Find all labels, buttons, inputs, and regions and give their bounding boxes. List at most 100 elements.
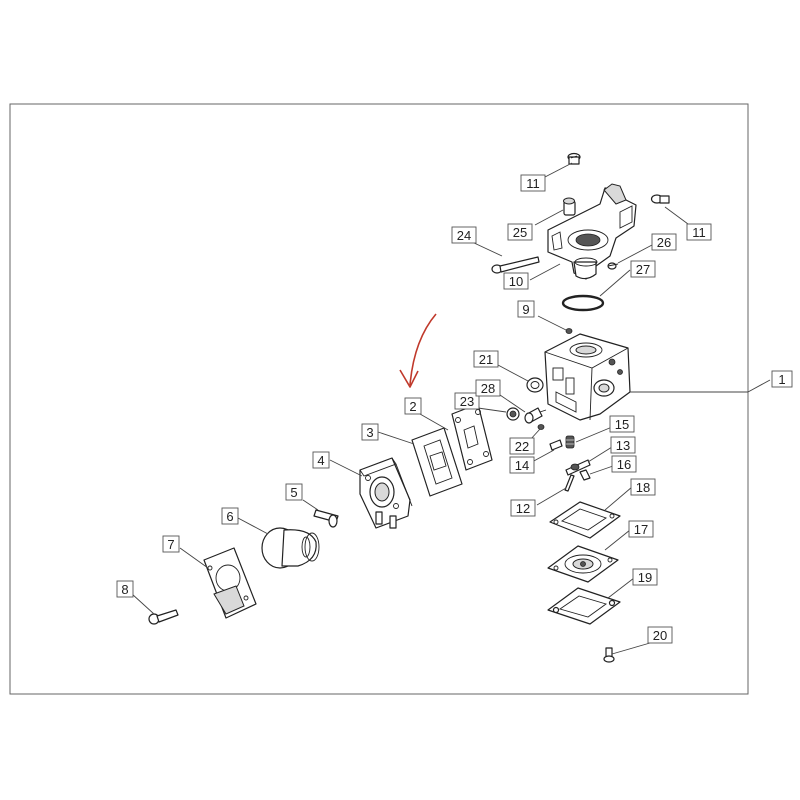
label-box-13: 13: [610, 436, 636, 454]
leader-17: [604, 529, 631, 551]
svg-text:2: 2: [409, 399, 416, 414]
svg-text:15: 15: [615, 417, 629, 432]
leader-24: [471, 241, 503, 257]
svg-text:20: 20: [653, 628, 667, 643]
label-box-5: 5: [285, 483, 303, 501]
diaphragm-17: [547, 545, 619, 583]
leader-28: [499, 394, 526, 413]
svg-text:5: 5: [290, 485, 297, 500]
label-box-20: 20: [647, 626, 673, 644]
svg-text:1: 1: [778, 372, 785, 387]
svg-text:24: 24: [457, 228, 471, 243]
svg-text:27: 27: [636, 262, 650, 277]
label-box-21: 21: [473, 350, 499, 368]
pin-22: [537, 424, 545, 430]
gasket-18: [549, 501, 621, 539]
leader-16: [589, 465, 614, 475]
label-box-16: 16: [611, 455, 637, 473]
svg-text:26: 26: [657, 235, 671, 250]
label-box-6: 6: [221, 507, 239, 525]
leader-21: [497, 364, 529, 382]
label-box-3: 3: [361, 423, 379, 441]
svg-text:21: 21: [479, 352, 493, 367]
gasket-plate-23: [451, 403, 493, 471]
leader-5: [302, 499, 319, 511]
label-box-1: 1: [771, 370, 793, 388]
svg-text:18: 18: [636, 480, 650, 495]
pump-body-4: [359, 457, 413, 529]
label-box-27: 27: [630, 260, 656, 278]
svg-text:13: 13: [616, 438, 630, 453]
label-box-24: 24: [451, 226, 477, 244]
label-box-18: 18: [630, 478, 656, 496]
label-box-11b: 11: [686, 223, 712, 241]
throttle-body-10: [547, 183, 637, 280]
leader-10: [529, 263, 561, 281]
needle-valve-14: [549, 439, 563, 451]
label-box-9: 9: [517, 300, 535, 318]
red-arrow-indicator: [399, 313, 437, 388]
screw-24: [491, 256, 540, 274]
gasket-3: [411, 427, 463, 497]
svg-text:16: 16: [617, 457, 631, 472]
leader-26: [617, 244, 653, 264]
spring-15: [565, 435, 575, 449]
svg-text:23: 23: [460, 394, 474, 409]
svg-text:22: 22: [515, 439, 529, 454]
label-box-12: 12: [510, 499, 536, 517]
screw-5: [313, 509, 339, 528]
leader-11a: [544, 162, 573, 178]
label-box-4: 4: [312, 451, 330, 469]
label-box-11a: 11: [520, 174, 546, 192]
pin-9: [565, 328, 573, 334]
diagram-frame: [9, 103, 749, 695]
svg-text:12: 12: [516, 501, 530, 516]
needle-28: [524, 407, 547, 424]
screw-16: [579, 469, 591, 481]
svg-text:28: 28: [481, 381, 495, 396]
svg-text:9: 9: [522, 302, 529, 317]
leader-4: [329, 459, 363, 477]
label-box-28: 28: [475, 379, 501, 397]
label-box-23: 23: [454, 392, 480, 410]
screw-11-right: [650, 194, 670, 204]
o-ring-27: [561, 294, 605, 312]
leader-15: [575, 426, 613, 443]
leader-20: [611, 642, 651, 655]
leader-25: [534, 209, 564, 226]
svg-text:4: 4: [317, 453, 324, 468]
svg-text:10: 10: [509, 274, 523, 289]
svg-text:11: 11: [692, 225, 706, 240]
cap-25: [563, 197, 576, 216]
label-box-19: 19: [632, 568, 658, 586]
svg-text:8: 8: [121, 582, 128, 597]
screw-11-top: [567, 152, 581, 165]
label-box-14: 14: [509, 456, 535, 474]
cover-19: [547, 587, 621, 625]
leader-2: [419, 413, 449, 431]
label-box-26: 26: [651, 233, 677, 251]
label-box-25: 25: [507, 223, 533, 241]
svg-text:25: 25: [513, 225, 527, 240]
leader-19: [607, 577, 635, 599]
leader-1: [747, 379, 771, 393]
label-box-10: 10: [503, 272, 529, 290]
screw-8: [148, 609, 179, 625]
svg-text:7: 7: [167, 537, 174, 552]
leader-14: [531, 449, 555, 463]
cover-plate-7: [203, 547, 257, 619]
leader-11b: [664, 206, 689, 225]
leader-27: [599, 269, 631, 297]
svg-text:6: 6: [226, 509, 233, 524]
leader-3: [377, 431, 415, 445]
svg-text:11: 11: [526, 176, 540, 191]
pin-12: [564, 474, 575, 492]
leader-12: [536, 487, 567, 506]
plug-21: [526, 377, 544, 393]
label-box-2: 2: [404, 397, 422, 415]
label-box-17: 17: [628, 520, 654, 538]
svg-text:3: 3: [366, 425, 373, 440]
svg-text:17: 17: [634, 522, 648, 537]
leader-7: [179, 547, 209, 569]
